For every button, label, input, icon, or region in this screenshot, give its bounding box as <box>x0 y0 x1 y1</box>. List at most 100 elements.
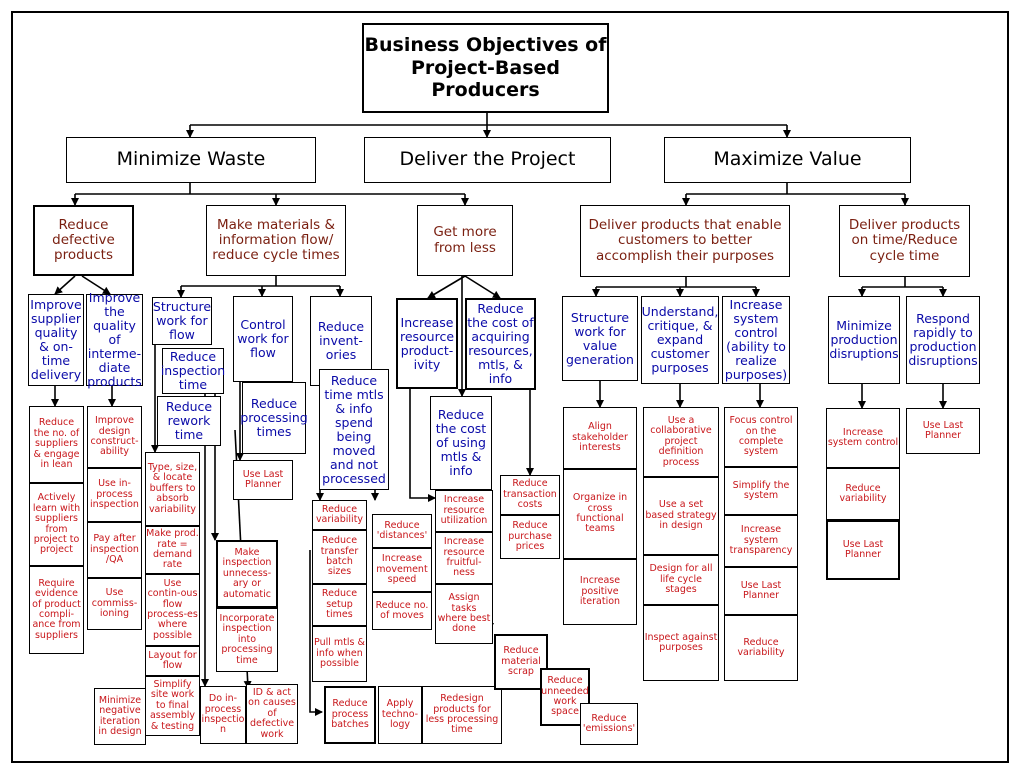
node-label: Reduce the cost of acquiring resources, … <box>467 301 534 386</box>
node-reduce-defective: Reduce defective products <box>33 205 134 276</box>
leaf-label: Reduce 'emissions' <box>582 712 636 734</box>
leaf-label: Increase resource utilization <box>440 494 488 527</box>
leaf-label: Assign tasks where best done <box>437 592 491 635</box>
node-label: Increase resource product-ivity <box>399 314 455 372</box>
leaf-label: Use commiss-ioning <box>91 587 138 620</box>
leaf-label: Inspect against purposes <box>644 631 718 653</box>
leaf-resource-fruitfulness: Increase resource fruitful-ness <box>435 532 493 584</box>
node-structure-flow: Structure work for flow <box>152 297 212 345</box>
leaf-label: Reduce purchase prices <box>508 520 552 553</box>
leaf-set-based-strategy: Use a set based strategy in design <box>643 477 719 555</box>
leaf-simplify-site-work: Simplify site work to final assembly & t… <box>145 676 200 736</box>
leaf-label: Use a set based strategy in design <box>645 499 717 532</box>
leaf-label: Increase resource fruitful-ness <box>443 536 485 579</box>
leaf-id-act-causes: ID & act on causes of defective work <box>246 684 298 744</box>
node-label: Improve supplier quality & on-time deliv… <box>30 297 82 382</box>
node-respond-disruptions: Respond rapidly to production disruption… <box>906 296 980 384</box>
leaf-resource-utilization: Increase resource utilization <box>435 490 493 532</box>
node-label: Get more from less <box>433 224 497 256</box>
node-label: Understand, critique, & expand customer … <box>641 304 719 375</box>
node-label: Minimize Waste <box>116 148 266 171</box>
node-understand-purposes: Understand, critique, & expand customer … <box>641 296 719 384</box>
leaf-cross-functional: Organize in cross functional teams <box>563 469 637 559</box>
leaf-material-scrap: Reduce material scrap <box>494 634 548 690</box>
leaf-use-last-planner-3: Use Last Planner <box>826 520 900 580</box>
leaf-apply-technology: Apply techno-logy <box>378 686 422 744</box>
leaf-label: Apply techno-logy <box>381 698 419 731</box>
leaf-label: Pay after inspection /QA <box>90 533 139 566</box>
node-label: Reduce the cost of using mtls & info <box>435 407 487 478</box>
leaf-label: Actively learn with suppliers from proje… <box>32 492 81 556</box>
leaf-focus-control: Focus control on the complete system <box>724 407 798 467</box>
leaf-label: Use Last Planner <box>922 419 964 441</box>
leaf-label: Minimize negative iteration in design <box>98 694 142 737</box>
leaf-require-evidence: Require evidence of product compli-ance … <box>29 566 84 654</box>
leaf-use-last-planner-4: Use Last Planner <box>906 408 980 454</box>
node-maximize-value: Maximize Value <box>664 137 911 183</box>
root-title-box: Business Objectives of Project-Based Pro… <box>362 23 609 113</box>
leaf-no-moves: Reduce no. of moves <box>372 592 432 630</box>
leaf-label: Use Last Planner <box>242 468 284 490</box>
leaf-label: Use in-process inspection <box>90 478 139 511</box>
leaf-label: Reduce setup times <box>321 588 358 621</box>
node-label: Make materials & information flow/ reduc… <box>212 216 340 264</box>
node-label: Minimize production disruptions <box>829 318 899 361</box>
leaf-label: Improve design construct-ability <box>90 415 139 458</box>
node-label: Deliver products on time/Reduce cycle ti… <box>848 217 961 264</box>
node-deliver-enable: Deliver products that enable customers t… <box>580 205 790 277</box>
node-label: Reduce defective products <box>52 216 115 264</box>
node-label: Reduce processing times <box>240 396 308 439</box>
leaf-label: Reduce variability <box>737 636 785 658</box>
leaf-label: Use Last Planner <box>740 579 782 601</box>
node-system-control: Increase system control (ability to real… <box>722 296 790 384</box>
leaf-label: Reduce the no. of suppliers & engage in … <box>33 417 80 471</box>
leaf-unneeded-work-space: Reduce unneeded work space <box>540 668 590 726</box>
leaf-process-batches: Reduce process batches <box>324 686 376 744</box>
node-label: Maximize Value <box>713 148 862 171</box>
node-cost-using: Reduce the cost of using mtls & info <box>430 396 492 490</box>
leaf-label: Reduce transaction costs <box>503 478 557 511</box>
leaf-label: Increase system control <box>827 426 899 448</box>
node-label: Respond rapidly to production disruption… <box>908 311 978 368</box>
leaf-label: Use a collaborative project definition p… <box>650 414 712 468</box>
leaf-simplify-system: Simplify the system <box>724 467 798 515</box>
leaf-minimize-negative-iteration: Minimize negative iteration in design <box>94 688 146 745</box>
leaf-reduce-distances: Reduce 'distances' <box>372 514 432 548</box>
leaf-label: Simplify site work to final assembly & t… <box>149 678 196 732</box>
leaf-setup-times: Reduce setup times <box>312 584 367 626</box>
leaf-label: Pull mtls & info when possible <box>314 637 365 670</box>
leaf-do-inprocess-inspection: Do in-process inspectio n <box>200 686 246 744</box>
leaf-reduce-variability-2: Reduce variability <box>724 615 798 681</box>
leaf-use-last-planner-1: Use Last Planner <box>233 460 293 500</box>
root-title: Business Objectives of Project-Based Pro… <box>364 33 607 102</box>
node-control-flow: Control work for flow <box>233 296 293 382</box>
leaf-reduce-variability-3: Reduce variability <box>826 468 900 520</box>
leaf-label: ID & act on causes of defective work <box>248 686 296 740</box>
leaf-layout-flow: Layout for flow <box>145 646 200 676</box>
leaf-label: Reduce 'distances' <box>376 519 428 541</box>
leaf-movement-speed: Increase movement speed <box>372 548 432 592</box>
leaf-label: Use Last Planner <box>842 538 884 560</box>
leaf-label: Reduce material scrap <box>501 645 541 678</box>
node-label: Reduce time mtls & info spend being move… <box>322 372 386 486</box>
leaf-label: Make prod. rate = demand rate <box>146 528 199 571</box>
leaf-pull-mtls: Pull mtls & info when possible <box>312 626 367 682</box>
node-improve-intermediate: Improve the quality of interme-diate pro… <box>86 291 143 389</box>
node-label: Deliver products that enable customers t… <box>588 217 782 264</box>
node-label: Deliver the Project <box>399 148 576 171</box>
leaf-continuous-flow: Use contin-ous flow process-es where pos… <box>145 574 200 646</box>
node-resource-productivity: Increase resource product-ivity <box>396 298 458 389</box>
leaf-reduce-emissions: Reduce 'emissions' <box>580 703 638 745</box>
leaf-label: Increase system transparency <box>729 524 793 557</box>
leaf-reduce-variability-1: Reduce variability <box>312 500 367 530</box>
leaf-incorporate-inspection: Incorporate inspection into processing t… <box>216 608 278 672</box>
node-minimize-disruptions: Minimize production disruptions <box>828 296 900 384</box>
node-label: Structure work for flow <box>152 299 212 342</box>
node-deliver-time: Deliver products on time/Reduce cycle ti… <box>839 205 970 277</box>
leaf-transfer-batch: Reduce transfer batch sizes <box>312 530 367 584</box>
node-label: Structure work for value generation <box>566 309 634 367</box>
leaf-label: Simplify the system <box>732 479 790 501</box>
leaf-inprocess-inspection: Use in-process inspection <box>87 468 142 522</box>
leaf-design-life-cycle: Design for all life cycle stages <box>643 555 719 605</box>
